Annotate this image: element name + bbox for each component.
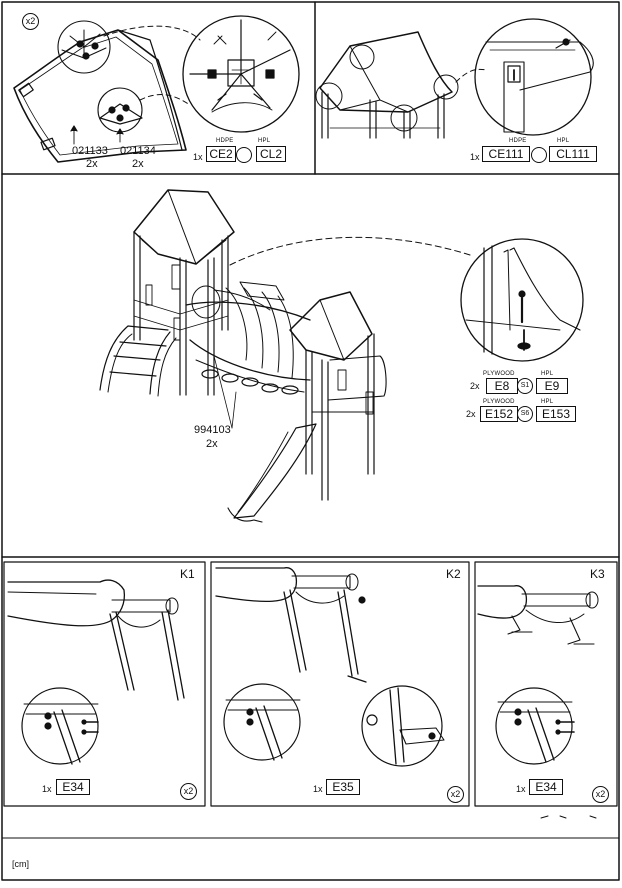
roof-panel-qty: 1x <box>470 152 480 162</box>
bracket-detail-top <box>57 20 111 74</box>
code-cl2: CL2 <box>256 146 286 162</box>
part-qty-994103: 2x <box>206 438 218 450</box>
k1-drawing <box>7 579 185 765</box>
symbol-s6: S6 <box>517 406 533 422</box>
material-hpl-label: HPL <box>258 138 271 144</box>
part-code-994103: 994103 <box>194 424 231 436</box>
code-e153: E153 <box>536 406 576 422</box>
panel-k1-qty: 1x <box>42 784 52 794</box>
panel-k2-id: K2 <box>446 567 461 581</box>
row-2-qty: 2x <box>466 409 476 419</box>
symbol-s1: S1 <box>517 378 533 394</box>
row-1-material-hpl: HPL <box>541 371 554 377</box>
panel-k3-id: K3 <box>590 567 605 581</box>
panel-k2-code: E35 <box>326 779 360 795</box>
panel-k1-id: K1 <box>180 567 195 581</box>
roof-posts-drawing <box>315 31 459 139</box>
panel-k3-qty: 1x <box>516 784 526 794</box>
panel-k3-count: x2 <box>592 786 609 803</box>
k2-drawing <box>215 567 445 767</box>
roof-or-symbol <box>531 147 547 163</box>
panel-k3-code: E34 <box>529 779 563 795</box>
code-ce2: CE2 <box>206 146 236 162</box>
row-1-qty: 2x <box>470 381 480 391</box>
code-e8: E8 <box>486 378 518 394</box>
roof-fixing-zoom-circle <box>474 18 592 136</box>
or-symbol <box>236 147 252 163</box>
bracket-zoom-circle <box>182 15 300 133</box>
panel-k1-count: x2 <box>180 783 197 800</box>
part-qty-021133: 2x <box>86 158 98 170</box>
code-e152: E152 <box>480 406 518 422</box>
panel-qty: 1x <box>193 152 203 162</box>
panel-k2-count: x2 <box>447 786 464 803</box>
bracket-detail-bottom <box>97 87 143 133</box>
material-hdpe-label: HDPE <box>216 138 234 144</box>
unit-label: [cm] <box>12 859 29 869</box>
roof-panel-drawing <box>13 29 187 163</box>
part-qty-021134: 2x <box>132 158 144 170</box>
row-1-material-plywood: PLYWOOD <box>483 371 515 377</box>
multiplier-badge: x2 <box>22 13 39 30</box>
code-e9: E9 <box>536 378 568 394</box>
code-ce111: CE111 <box>482 146 530 162</box>
roof-material-hdpe-label: HDPE <box>509 138 527 144</box>
part-code-021133: 021133 <box>72 145 108 157</box>
panel-k1-code: E34 <box>56 779 90 795</box>
row-2-material-plywood: PLYWOOD <box>483 399 515 405</box>
part-code-021134: 021134 <box>120 145 156 157</box>
code-cl111: CL111 <box>549 146 597 162</box>
panel-k2-qty: 1x <box>313 784 323 794</box>
tower-fixing-zoom-circle <box>460 238 584 362</box>
roof-material-hpl-label: HPL <box>557 138 570 144</box>
k3-drawing <box>477 585 599 765</box>
row-2-material-hpl: HPL <box>541 399 554 405</box>
playset-drawing <box>99 189 387 523</box>
